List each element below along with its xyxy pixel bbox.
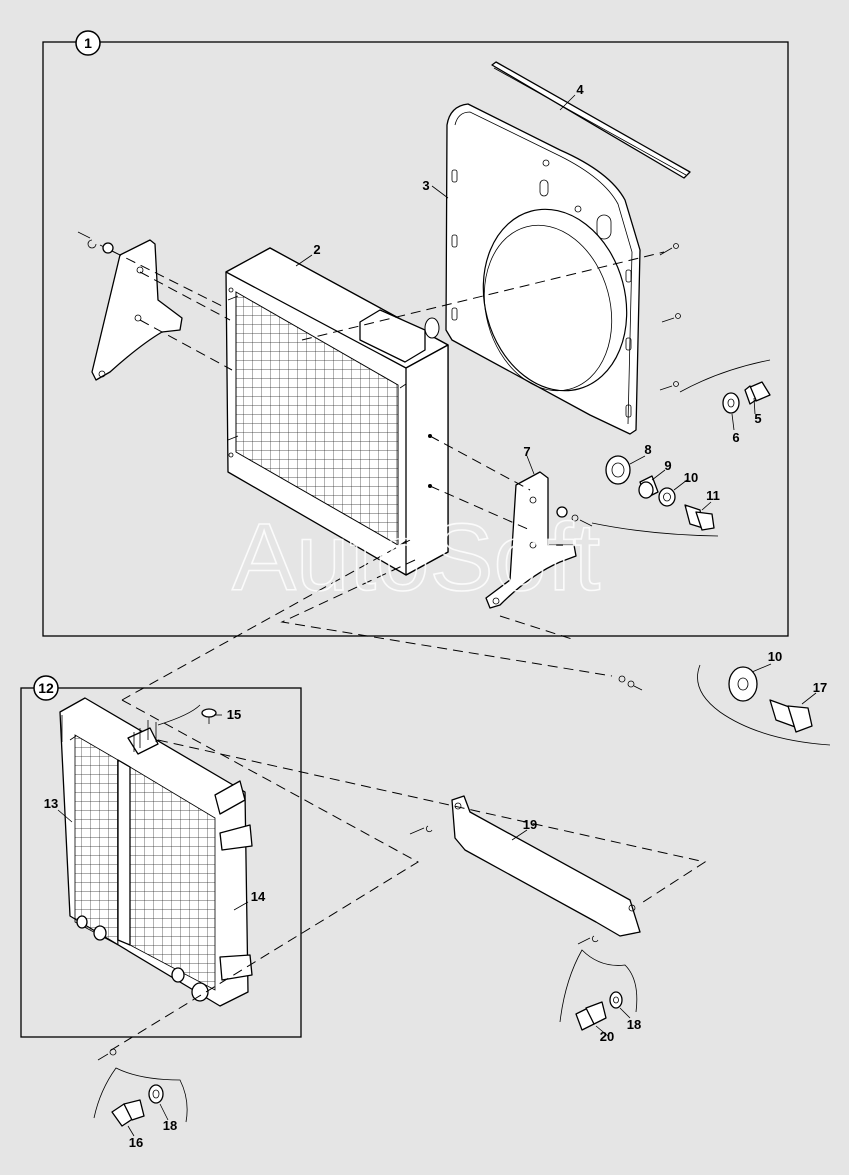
radiator (225, 247, 449, 576)
washer-18-right (609, 991, 623, 1009)
callout-curve-5-6 (679, 359, 771, 393)
callout-18-left: 18 (163, 1118, 177, 1133)
callout-curve-16-18 (93, 1067, 188, 1123)
washer-10-lower (728, 666, 758, 702)
shroud-bolts (659, 243, 681, 391)
small-bolt-group12 (97, 1048, 117, 1061)
right-bracket (485, 471, 593, 609)
callout-14: 14 (251, 889, 266, 904)
callout-3: 3 (422, 178, 429, 193)
bolt-16 (111, 1099, 145, 1127)
screws-15 (133, 704, 217, 752)
support-bar-19 (409, 795, 641, 945)
callout-9: 9 (664, 458, 671, 473)
callout-18-right: 18 (627, 1017, 641, 1032)
left-bracket (77, 231, 183, 381)
callout-10-upper: 10 (684, 470, 698, 485)
callout-8: 8 (644, 442, 651, 457)
callout-labels: 2 3 4 5 6 7 8 9 10 11 10 17 13 14 15 16 … (44, 82, 827, 1150)
callout-curve-18-20 (559, 949, 638, 1023)
callout-17: 17 (813, 680, 827, 695)
bolt-5 (744, 381, 771, 405)
bolt-20 (575, 1001, 607, 1031)
callout-5: 5 (754, 411, 761, 426)
seal-strip (491, 61, 691, 179)
radiator-13-14 (59, 697, 253, 1007)
washer-10-upper (658, 487, 676, 507)
fan-shroud (445, 103, 641, 435)
callout-16: 16 (129, 1135, 143, 1150)
callout-15: 15 (227, 707, 241, 722)
group-12-frame: 12 (20, 675, 302, 1038)
washer-18-left (148, 1084, 164, 1104)
callout-4: 4 (576, 82, 584, 97)
bolt-17 (769, 699, 813, 733)
callout-20: 20 (600, 1029, 614, 1044)
watermark-logo: AutoSoft (232, 504, 600, 611)
grommet-8 (605, 455, 631, 485)
callout-13: 13 (44, 796, 58, 811)
small-bolt-group1 (618, 675, 643, 691)
callout-10-lower: 10 (768, 649, 782, 664)
callout-2: 2 (313, 242, 320, 257)
washer-6 (722, 392, 740, 414)
callout-7: 7 (523, 444, 530, 459)
assembly-lines (107, 250, 707, 1053)
group-1-frame: 1 (42, 30, 789, 637)
group-12-badge: 12 (38, 680, 54, 696)
bolt-11 (684, 504, 715, 531)
group-1-badge: 1 (84, 35, 92, 51)
spacer-9 (638, 475, 659, 499)
callout-curve-10-17 (697, 664, 831, 746)
callout-19: 19 (523, 817, 537, 832)
callout-6: 6 (732, 430, 739, 445)
callout-curve-8-11 (591, 522, 719, 537)
leader-lines (57, 94, 817, 1137)
callout-11: 11 (706, 488, 720, 503)
